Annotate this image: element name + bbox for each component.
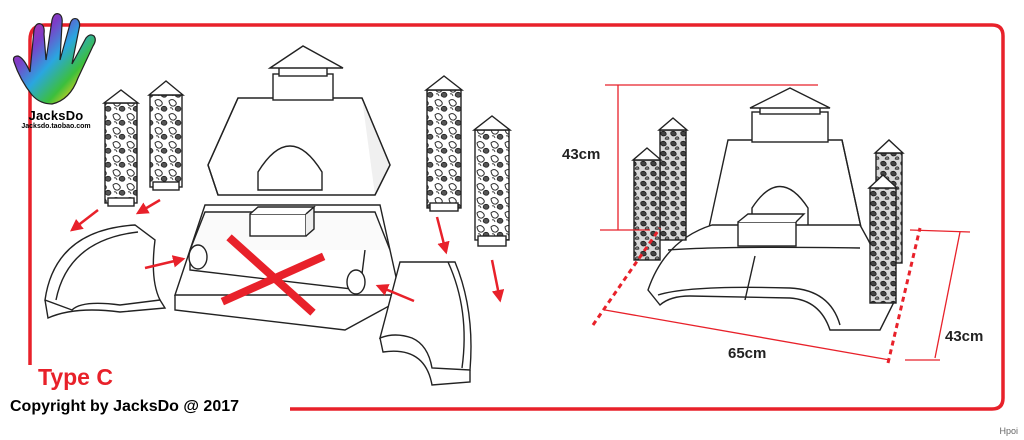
base-platform [174,204,401,331]
dimension-dashed [591,227,922,364]
brand-url: Jacksdo.taobao.com [21,123,91,130]
assembled-view [631,87,905,331]
remove-x-mark [220,234,326,316]
assembly-arrows [70,198,505,303]
pillar-left-1 [101,89,141,207]
type-label: Type C [38,364,113,390]
exploded-view [44,45,513,386]
dimension-lines [600,84,971,361]
dimension-height-label: 43cm [562,146,601,163]
pillar-left-2 [147,80,185,191]
hand-icon [12,13,96,105]
pillar-right-2 [471,115,513,247]
curved-step-right [378,261,472,386]
curved-step-left [44,224,167,320]
corner-watermark: Hpoi [999,426,1018,436]
copyright-notice: Copyright by JacksDo @ 2017 [10,398,240,415]
tower-back [207,45,391,196]
pillar-right-1 [423,75,465,212]
dimension-width-label: 65cm [728,345,767,362]
assembled-pillars [631,117,905,304]
assembled-base [647,213,896,331]
assembled-tower [707,87,863,233]
brand-logo [12,13,96,105]
brand-name: JacksDo [28,108,84,123]
dimension-depth-label: 43cm [945,328,984,345]
